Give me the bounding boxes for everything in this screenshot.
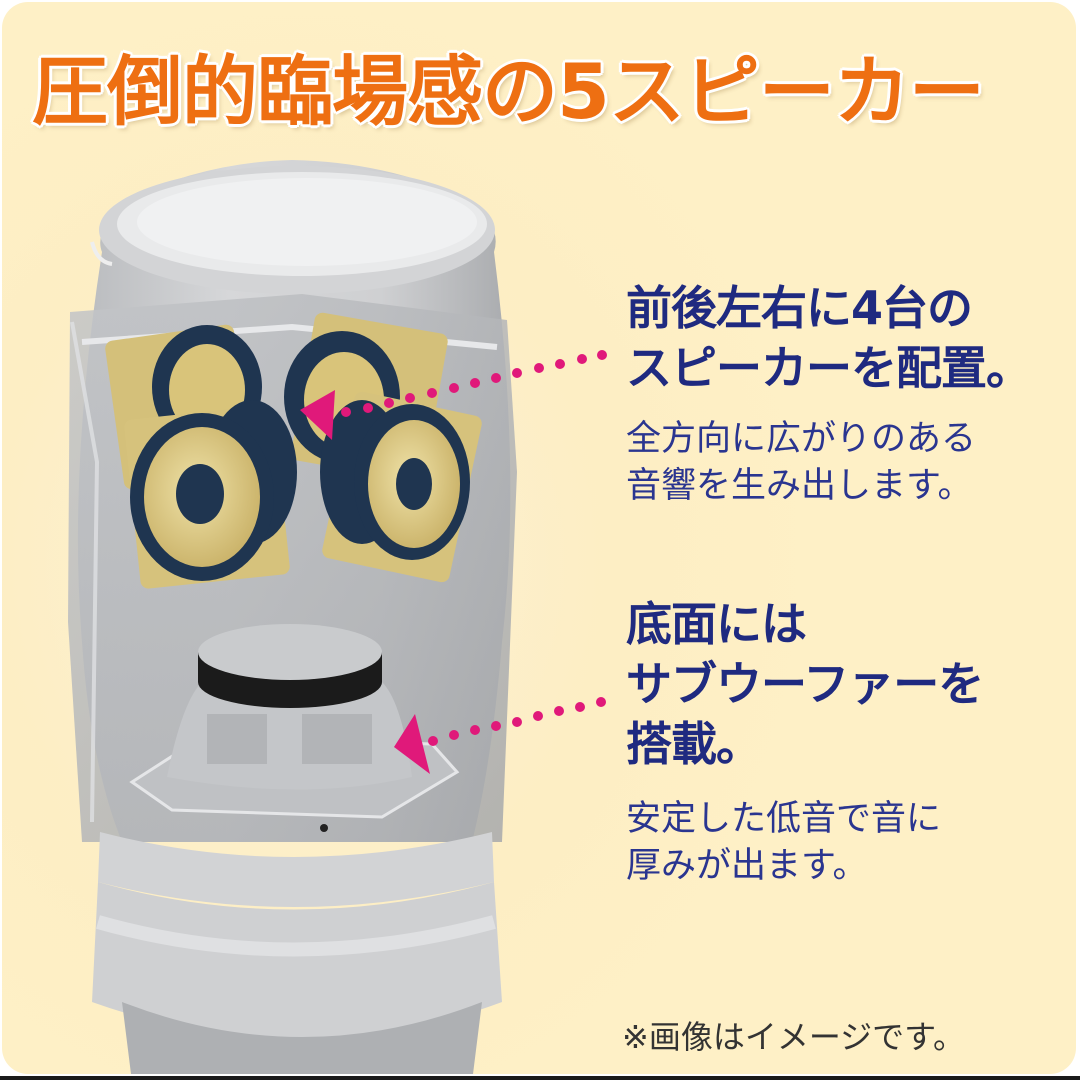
callout-subwoofer: 底面には サブウーファーを 搭載。 安定した低音で音に 厚みが出ます。 <box>626 594 984 890</box>
pointer-arrow-satellites <box>300 350 607 440</box>
callout-satellite-speakers: 前後左右に4台の スピーカーを配置。 全方向に広がりのある 音響を生み出します。 <box>626 278 1032 510</box>
callout-body-line: 全方向に広がりのある <box>626 419 977 459</box>
callout-heading-line: サブウーファーを <box>626 657 984 711</box>
satellite-speaker-front-left <box>124 400 297 589</box>
callout-heading-line: スピーカーを配置。 <box>626 341 1032 395</box>
pointer-arrow-subwoofer <box>394 697 606 774</box>
satellite-speaker-front-right <box>320 391 482 583</box>
callout-heading-line: 搭載。 <box>626 717 762 771</box>
bottom-border <box>0 1076 1080 1080</box>
callout-body-line: 安定した低音で音に <box>626 799 942 839</box>
image-disclaimer: ※画像はイメージです。 <box>622 1018 965 1056</box>
callout-heading-line: 前後左右に4台の <box>626 281 973 335</box>
callout-body-line: 音響を生み出します。 <box>626 466 973 506</box>
subwoofer <box>129 624 460 832</box>
callout-body-line: 厚みが出ます。 <box>626 846 868 886</box>
callout-heading-line: 底面には <box>626 597 807 651</box>
headline: 圧倒的臨場感の5スピーカー <box>32 47 985 136</box>
